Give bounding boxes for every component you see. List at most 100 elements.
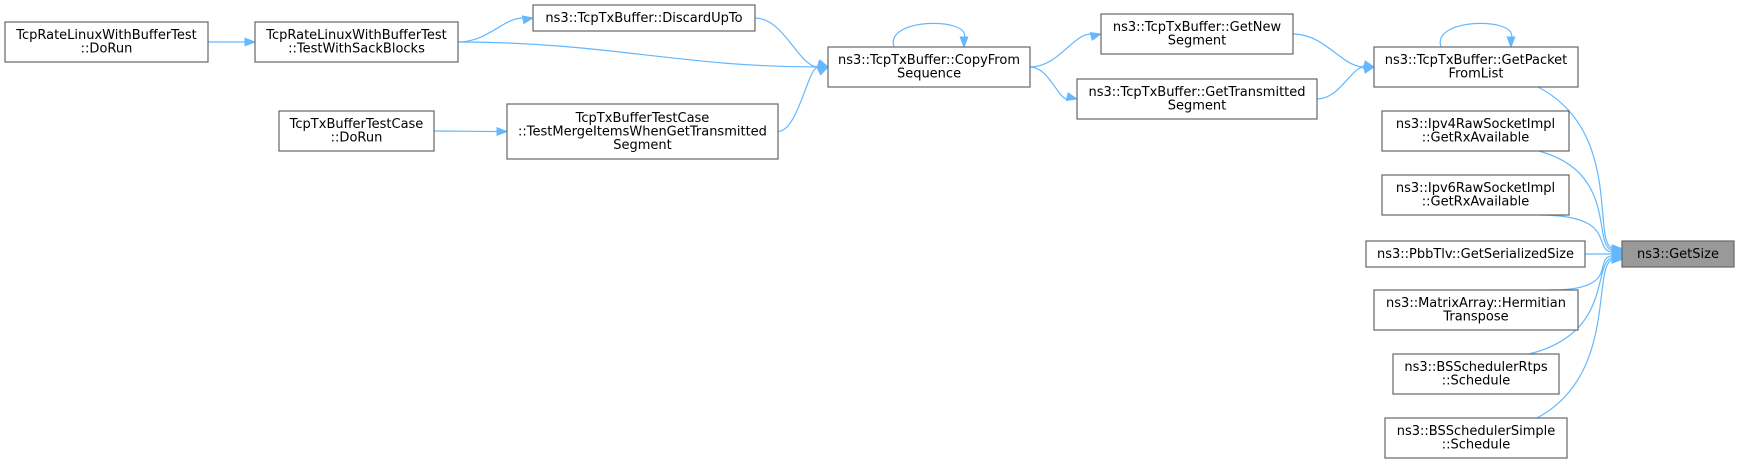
node-txcase_merge-label-0: TcpTxBufferTestCase (575, 111, 710, 126)
edge-arrowhead-18 (1611, 254, 1624, 264)
node-discard[interactable]: ns3::TcpTxBuffer::DiscardUpTo (532, 4, 756, 32)
edge-line-1 (457, 17, 524, 43)
node-gettransmitted-box[interactable] (1076, 78, 1318, 120)
edge-line-11 (1439, 22, 1513, 48)
node-gettransmitted-label-0: ns3::TcpTxBuffer::GetTransmitted (1088, 85, 1305, 100)
node-ipv6raw-label-0: ns3::Ipv6RawSocketImpl (1396, 181, 1555, 196)
edge-rate_sack-to-discard (457, 15, 535, 43)
edge-simple-to-getsize (1536, 254, 1624, 419)
edge-getpacket-to-getpacket (1439, 22, 1516, 49)
edge-rate_dorun-to-rate_sack (208, 37, 257, 47)
node-pbbtlv-box[interactable] (1365, 240, 1586, 268)
node-matrix-label-0: ns3::MatrixArray::Hermitian (1386, 296, 1566, 311)
edge-arrowhead-4 (496, 126, 509, 137)
node-getsize-label-0: ns3::GetSize (1637, 247, 1719, 262)
edge-gettransmitted-to-getpacket (1316, 65, 1376, 100)
edge-copyfrom-to-getnew (1029, 32, 1103, 68)
node-rate_sack-label-0: TcpRateLinuxWithBufferTest (265, 28, 447, 43)
edge-line-6 (892, 22, 966, 48)
edge-arrowhead-7 (1089, 32, 1103, 41)
edge-line-9 (1292, 33, 1365, 68)
edge-line-7 (1029, 33, 1092, 68)
edge-arrowhead-0 (244, 37, 257, 47)
node-ipv6raw[interactable]: ns3::Ipv6RawSocketImpl::GetRxAvailable (1381, 174, 1570, 216)
edge-line-4 (433, 130, 498, 133)
edge-arrowhead-1 (521, 15, 535, 25)
node-copyfrom-label-1: Sequence (897, 67, 961, 82)
node-ipv4raw-label-1: ::GetRxAvailable (1422, 131, 1530, 146)
edge-line-2 (457, 41, 819, 68)
node-getpacket-label-1: FromList (1449, 67, 1504, 82)
node-txcase_dorun-box[interactable] (278, 110, 435, 152)
edge-line-13 (1538, 150, 1613, 251)
node-txcase_dorun-label-0: TcpTxBufferTestCase (289, 117, 424, 132)
node-rate_sack[interactable]: TcpRateLinuxWithBufferTest::TestWithSack… (254, 21, 459, 63)
edge-line-18 (1536, 258, 1613, 419)
node-txcase_merge-box[interactable] (506, 103, 779, 160)
node-getnew-box[interactable] (1100, 13, 1294, 55)
node-copyfrom-box[interactable] (827, 46, 1031, 88)
node-ipv6raw-box[interactable] (1381, 174, 1570, 216)
node-getsize-box[interactable] (1621, 240, 1735, 268)
edge-rate_sack-to-copyfrom (457, 41, 830, 70)
node-getpacket-label-0: ns3::TcpTxBuffer::GetPacket (1385, 53, 1568, 68)
node-rtps[interactable]: ns3::BSSchedulerRtps::Schedule (1392, 353, 1560, 395)
node-rate_sack-label-1: ::TestWithSackBlocks (288, 42, 425, 57)
node-pbbtlv[interactable]: ns3::PbbTlv::GetSerializedSize (1365, 240, 1586, 268)
edge-txcase_merge-to-copyfrom (777, 66, 830, 133)
edge-txcase_dorun-to-txcase_merge (433, 126, 509, 137)
node-pbbtlv-label-0: ns3::PbbTlv::GetSerializedSize (1377, 247, 1574, 262)
node-copyfrom-label-0: ns3::TcpTxBuffer::CopyFrom (838, 53, 1020, 68)
node-discard-label-0: ns3::TcpTxBuffer::DiscardUpTo (545, 11, 742, 26)
node-simple-label-1: ::Schedule (1442, 438, 1511, 453)
edge-arrowhead-11 (1506, 36, 1516, 49)
node-rate_dorun-box[interactable] (4, 21, 209, 63)
node-simple-box[interactable] (1384, 417, 1568, 459)
edge-line-5 (777, 66, 819, 133)
edge-arrowhead-10 (1362, 65, 1376, 74)
node-matrix-label-1: Transpose (1442, 310, 1508, 325)
node-getnew-label-0: ns3::TcpTxBuffer::GetNew (1113, 20, 1282, 35)
node-rtps-box[interactable] (1392, 353, 1560, 395)
node-ipv4raw-label-0: ns3::Ipv4RawSocketImpl (1396, 117, 1555, 132)
node-ipv4raw[interactable]: ns3::Ipv4RawSocketImpl::GetRxAvailable (1381, 110, 1570, 152)
edge-arrowhead-5 (816, 66, 830, 76)
node-rate_dorun[interactable]: TcpRateLinuxWithBufferTest::DoRun (4, 21, 209, 63)
nodes-layer: TcpRateLinuxWithBufferTest::DoRunTcpRate… (4, 4, 1735, 459)
node-txcase_merge-label-2: Segment (613, 138, 672, 153)
node-rate_dorun-label-0: TcpRateLinuxWithBufferTest (15, 28, 197, 43)
node-rate_sack-box[interactable] (254, 21, 459, 63)
edge-line-17 (1528, 257, 1613, 355)
node-getsize[interactable]: ns3::GetSize (1621, 240, 1735, 268)
edge-getnew-to-getpacket (1292, 33, 1376, 69)
edge-line-16 (1547, 255, 1613, 291)
edge-arrowhead-8 (1065, 92, 1079, 101)
node-getpacket-box[interactable] (1373, 46, 1579, 88)
node-ipv6raw-label-1: ::GetRxAvailable (1422, 195, 1530, 210)
edge-line-12 (1537, 86, 1613, 250)
node-txcase_merge-label-1: ::TestMergeItemsWhenGetTransmitted (518, 124, 767, 139)
edge-arrowhead-6 (959, 36, 969, 49)
node-txcase_dorun-label-1: ::DoRun (331, 131, 383, 146)
node-txcase_merge[interactable]: TcpTxBufferTestCase::TestMergeItemsWhenG… (506, 103, 779, 160)
node-discard-box[interactable] (532, 4, 756, 32)
edge-line-14 (1538, 214, 1613, 253)
edge-copyfrom-to-gettransmitted (1029, 66, 1079, 101)
node-txcase_dorun[interactable]: TcpTxBufferTestCase::DoRun (278, 110, 435, 152)
edge-line-3 (754, 17, 819, 68)
node-simple-label-0: ns3::BSSchedulerSimple (1397, 424, 1555, 439)
node-ipv4raw-box[interactable] (1381, 110, 1570, 152)
node-getnew-label-1: Segment (1168, 34, 1227, 49)
node-rate_dorun-label-1: ::DoRun (81, 42, 133, 57)
node-rtps-label-0: ns3::BSSchedulerRtps (1404, 360, 1547, 375)
node-matrix-box[interactable] (1373, 289, 1579, 331)
edge-line-8 (1029, 66, 1068, 100)
node-simple[interactable]: ns3::BSSchedulerSimple::Schedule (1384, 417, 1568, 459)
edges-layer (208, 15, 1624, 419)
